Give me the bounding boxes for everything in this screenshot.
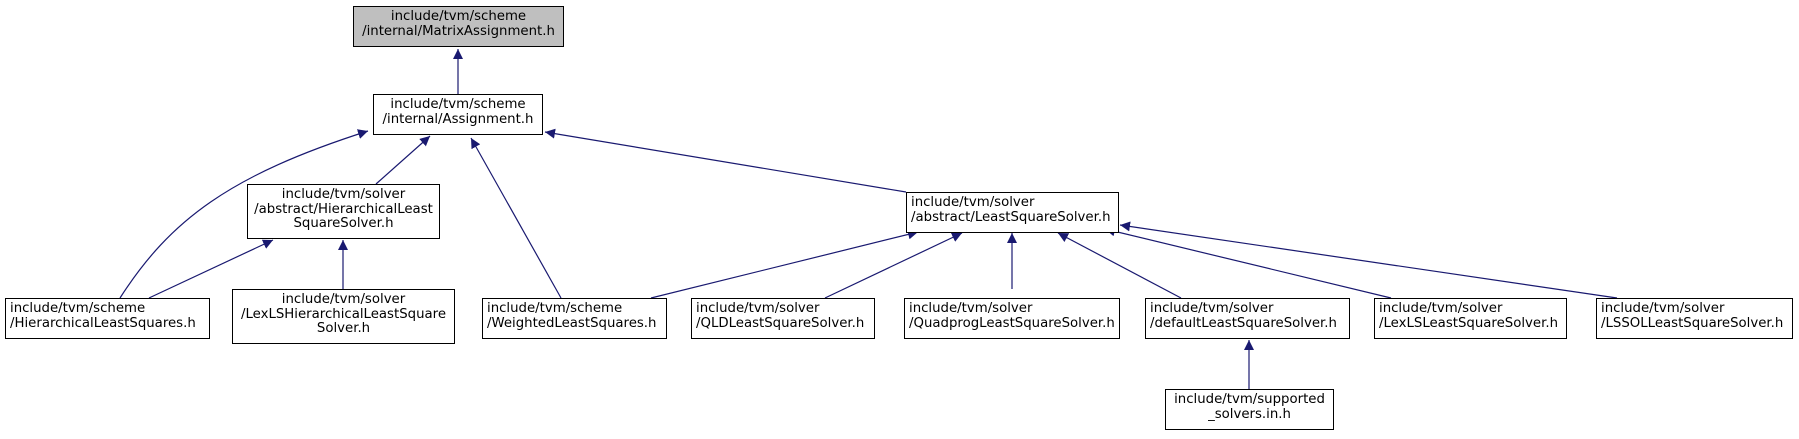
- edge-hierlssabstract-to-assignment: [375, 135, 431, 185]
- edge-lexls-to-lssabstract: [1104, 226, 1392, 299]
- node-label: include/tvm/solver: [909, 301, 1033, 316]
- node-assignment[interactable]: include/tvm/scheme /internal/Assignment.…: [373, 94, 543, 135]
- node-least-square-solver-abstract[interactable]: include/tvm/solver /abstract/LeastSquare…: [906, 192, 1119, 233]
- node-quadprog-least-square-solver[interactable]: include/tvm/solver /QuadprogLeastSquareS…: [904, 298, 1120, 339]
- node-default-least-square-solver[interactable]: include/tvm/solver /defaultLeastSquareSo…: [1145, 298, 1350, 339]
- node-label: /LSSOLLeastSquareSolver.h: [1601, 315, 1784, 331]
- node-label: /internal/MatrixAssignment.h: [362, 23, 555, 39]
- node-label: /HierarchicalLeastSquares.h: [10, 315, 196, 331]
- edge-lssol-to-lssabstract: [1119, 221, 1618, 299]
- edge-hierlsq-to-assignment: [119, 129, 369, 299]
- node-hierarchical-least-square-solver-abstract[interactable]: include/tvm/solver /abstract/Hierarchica…: [247, 184, 440, 239]
- node-supported-solvers[interactable]: include/tvm/supported _solvers.in.h: [1165, 389, 1334, 430]
- node-label: /QLDLeastSquareSolver.h: [696, 315, 865, 331]
- edge-weightedlsq-to-lssabstract: [650, 229, 919, 299]
- node-label: SquareSolver.h: [293, 216, 394, 231]
- node-label: /QuadprogLeastSquareSolver.h: [909, 315, 1115, 331]
- node-label: include/tvm/scheme: [487, 301, 623, 316]
- node-label: include/tvm/solver: [281, 187, 406, 202]
- node-hierarchical-least-squares[interactable]: include/tvm/scheme /HierarchicalLeastSqu…: [5, 298, 210, 339]
- node-label: /abstract/LeastSquareSolver.h: [911, 209, 1111, 225]
- node-label: /defaultLeastSquareSolver.h: [1150, 315, 1337, 331]
- node-lexls-least-square-solver[interactable]: include/tvm/solver /LexLSLeastSquareSolv…: [1374, 298, 1567, 339]
- node-label: include/tvm/scheme: [10, 301, 146, 316]
- node-label: include/tvm/scheme: [390, 97, 526, 112]
- node-label: include/tvm/solver: [281, 292, 406, 307]
- node-matrix-assignment: include/tvm/scheme /internal/MatrixAssig…: [353, 6, 564, 47]
- node-label: /LexLSLeastSquareSolver.h: [1379, 315, 1558, 331]
- node-label: /internal/Assignment.h: [382, 111, 534, 127]
- node-lexls-hierarchical-least-square-solver[interactable]: include/tvm/solver /LexLSHierarchicalLea…: [232, 289, 455, 344]
- node-label: Solver.h: [316, 321, 371, 336]
- node-qld-least-square-solver[interactable]: include/tvm/solver /QLDLeastSquareSolver…: [691, 298, 875, 339]
- node-label: /WeightedLeastSquares.h: [487, 315, 657, 331]
- edge-defaultlss-to-lssabstract: [1057, 232, 1182, 299]
- node-weighted-least-squares[interactable]: include/tvm/scheme /WeightedLeastSquares…: [482, 298, 667, 339]
- node-label: /abstract/HierarchicalLeast: [254, 201, 433, 217]
- edge-lssabstract-to-assignment: [544, 128, 907, 193]
- edge-weightedlsq-to-assignment: [470, 137, 562, 299]
- node-label: include/tvm/solver: [1150, 301, 1274, 316]
- edge-qld-to-lssabstract: [824, 232, 963, 299]
- node-lssol-least-square-solver[interactable]: include/tvm/solver /LSSOLLeastSquareSolv…: [1596, 298, 1793, 339]
- node-label: include/tvm/solver: [1379, 301, 1503, 316]
- node-label: include/tvm/solver: [911, 195, 1035, 210]
- node-label: include/tvm/solver: [696, 301, 820, 316]
- edge-hierlsq-to-hierlssabstract: [148, 239, 274, 299]
- node-label: include/tvm/supported: [1174, 392, 1325, 407]
- node-label: /LexLSHierarchicalLeastSquare: [240, 306, 447, 322]
- node-label: _solvers.in.h: [1208, 406, 1291, 422]
- node-label: include/tvm/solver: [1601, 301, 1725, 316]
- node-label: include/tvm/scheme: [390, 9, 527, 24]
